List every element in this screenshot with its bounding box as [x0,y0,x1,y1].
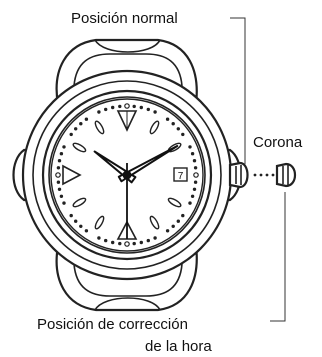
minute-dot [190,194,195,198]
minute-dot [165,117,170,121]
label-time-correction-line1: Posición de corrección [37,316,188,333]
minute-dot [139,105,143,110]
minute-dot [153,236,157,240]
minute-dot [97,110,101,114]
minute-dot [188,201,192,205]
hour-marker [167,197,182,208]
minute-dot [146,238,150,243]
crown-pulled-position [275,162,297,188]
minute-dot [190,152,195,156]
minute-dot [84,117,89,121]
minute-dot [74,127,78,131]
center-pin [122,170,132,180]
minute-dot [69,213,73,218]
label-crown: Corona [253,134,303,151]
hour-marker [72,197,87,208]
minute-dot [59,152,64,156]
minute-dot [56,180,61,184]
watch-dial: 7 [50,98,204,252]
minute-dot [62,145,66,149]
marker-9 [62,164,82,186]
quarter-dot [124,241,130,247]
hour-marker [72,142,87,153]
minute-dot [79,122,83,126]
leader-line-correction [270,192,286,322]
minute-dot [84,229,89,233]
minute-dot [118,104,122,109]
minute-dot [79,224,83,228]
minute-dot [62,201,66,205]
minute-dot [176,219,180,223]
dotted-pull-line [253,173,275,177]
hour-markers [55,103,199,247]
minute-dot [153,110,157,114]
label-time-correction-line2: de la hora [145,338,212,355]
minute-dot [176,127,180,131]
minute-dot [181,132,185,137]
hour-marker [94,215,105,230]
leader-line-normal [230,17,246,164]
minute-dot [181,213,185,218]
minute-dot [192,187,197,191]
minute-dot [192,159,197,163]
minute-dot [132,241,136,246]
crown-normal-position [228,161,249,189]
minute-dot [165,229,170,233]
date-window [173,167,188,182]
minute-dot [57,159,62,163]
quarter-dot [193,172,199,178]
minute-dot [57,187,62,191]
minute-dot [171,122,175,126]
hour-marker [149,215,160,230]
quarter-dot [124,103,130,109]
minute-dot [132,104,136,109]
minute-dot [59,194,64,198]
minute-dots [56,104,198,246]
minute-dot [139,240,143,245]
minute-dot [188,145,192,149]
minute-dot [69,132,73,137]
minute-dot [171,224,175,228]
label-normal-position: Posición normal [71,10,178,27]
minute-dot [193,180,198,184]
minute-dot [111,105,115,110]
minute-dot [74,219,78,223]
quarter-dot [55,172,61,178]
hour-marker [94,120,105,135]
minute-dot [146,107,150,112]
minute-dot [104,107,108,112]
minute-dot [104,238,108,243]
date-value: 7 [178,171,184,182]
minute-hand [117,145,179,183]
minute-dot [97,236,101,240]
minute-dot [56,166,61,170]
minute-dot [118,241,122,246]
hour-marker [149,120,160,135]
minute-dot [193,166,198,170]
minute-dot [111,240,115,245]
